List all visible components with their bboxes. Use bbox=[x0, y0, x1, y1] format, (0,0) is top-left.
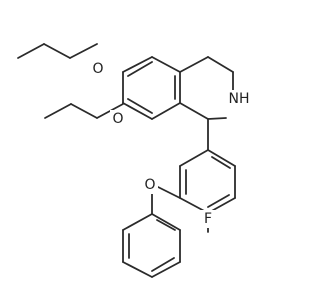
bond-fluoro-ring-double-2 bbox=[207, 194, 230, 208]
oxygen-atom-lower: O bbox=[112, 111, 123, 127]
bond-saturated-ring-1 bbox=[179, 56, 209, 73]
bond-fluoro-ring-6 bbox=[179, 149, 209, 167]
bond-left-ring-double-3 bbox=[127, 98, 153, 114]
atom-label-layer: O O NH O F bbox=[90, 60, 253, 228]
chemical-structure-diagram: O O NH O F bbox=[17, 43, 253, 278]
bond-upper-o-ring bbox=[69, 43, 98, 59]
bond-left-ring-3 bbox=[151, 56, 181, 73]
bond-left-ring-6 bbox=[122, 102, 153, 120]
fluorine-background bbox=[200, 210, 216, 228]
bond-lower-ethyl-ch2 bbox=[70, 103, 98, 119]
bond-phenyl-ring-3 bbox=[151, 261, 181, 278]
bond-layer bbox=[17, 43, 236, 278]
bond-phenyl-ring-double-2 bbox=[151, 257, 175, 272]
bond-phenyl-ring-1 bbox=[151, 213, 181, 231]
bond-upper-ethyl-ch2 bbox=[43, 43, 71, 59]
oxygen-phenoxy-background bbox=[142, 176, 158, 194]
oxygen-upper-background bbox=[90, 60, 106, 78]
bond-saturated-ring-4 bbox=[207, 117, 227, 120]
bond-fluoro-ring-double-1 bbox=[211, 156, 231, 169]
oxygen-atom-upper: O bbox=[92, 61, 103, 77]
bond-left-ring-double-1 bbox=[127, 61, 153, 77]
nh-atom: NH bbox=[229, 91, 250, 107]
nitrogen-background bbox=[225, 90, 253, 108]
oxygen-atom-phenoxy: O bbox=[144, 177, 155, 193]
bond-left-ring-5 bbox=[151, 102, 181, 120]
oxygen-lower-background bbox=[110, 110, 126, 128]
bond-upper-ethyl-ch3 bbox=[17, 43, 45, 59]
bond-lower-ethyl-ch3 bbox=[44, 103, 72, 119]
bond-phenyl-ring-double-1 bbox=[156, 219, 176, 231]
fluorine-atom: F bbox=[204, 211, 212, 227]
bond-phenyl-ring-4 bbox=[122, 261, 153, 278]
bond-fluoro-ring-1 bbox=[207, 149, 236, 167]
bond-phenoxy-ring bbox=[157, 186, 181, 199]
bond-phenyl-ring-6 bbox=[122, 213, 153, 231]
bond-saturated-ring-2 bbox=[207, 56, 234, 73]
bond-saturated-ring-5 bbox=[179, 102, 209, 120]
bond-left-ring-2 bbox=[122, 56, 153, 73]
